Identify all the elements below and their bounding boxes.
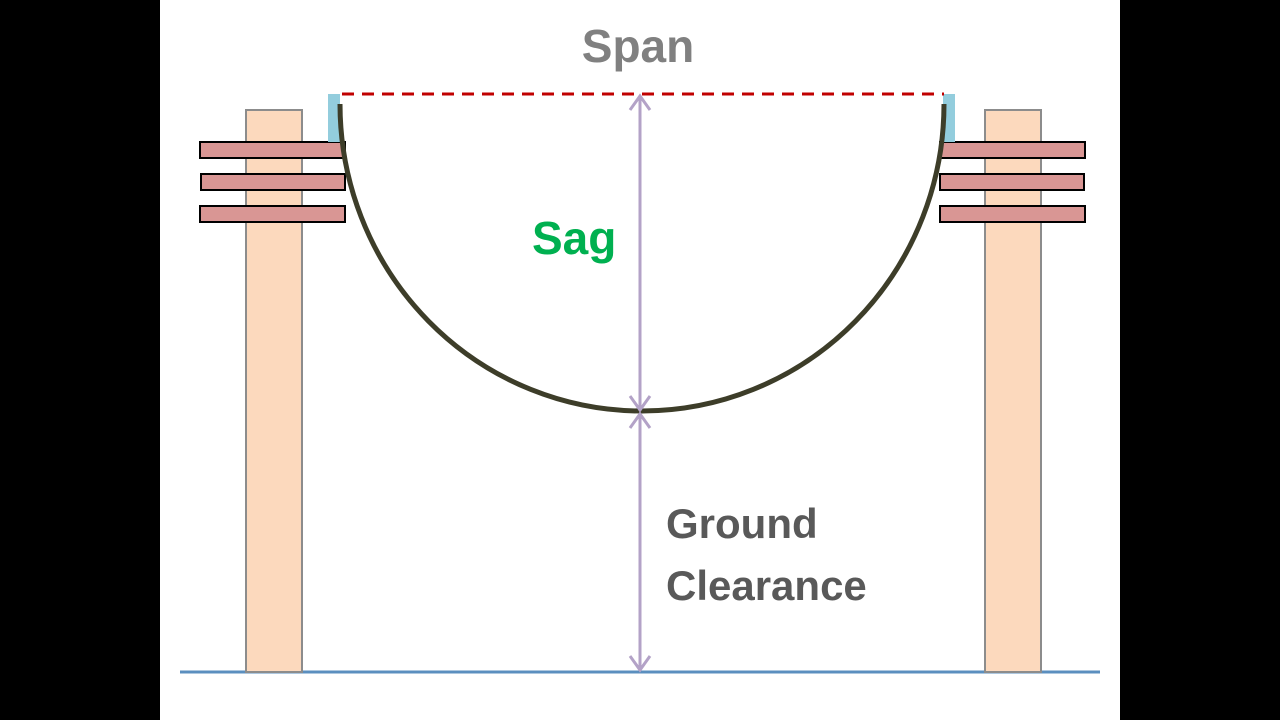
span-label: Span [582, 20, 694, 72]
left-crossarm [200, 173, 346, 191]
sag-arrow [628, 93, 652, 413]
right-crossarm [939, 141, 1086, 159]
ground-clearance-label-line1: Ground [666, 500, 818, 547]
sag-diagram: Span Sag Ground Clearance [180, 20, 1100, 674]
sag-label: Sag [532, 212, 616, 264]
diagram-slide: Span Sag Ground Clearance [160, 0, 1120, 720]
left-crossarm [199, 141, 346, 159]
ground-clearance-arrow [628, 411, 652, 673]
right-crossarm [939, 205, 1086, 223]
right-pole [984, 109, 1042, 673]
left-pole [245, 109, 303, 673]
ground-clearance-label-line2: Clearance [666, 562, 867, 609]
conductor [337, 103, 947, 414]
left-crossarm [199, 205, 346, 223]
right-crossarm [939, 173, 1085, 191]
left-insulator [328, 94, 340, 142]
